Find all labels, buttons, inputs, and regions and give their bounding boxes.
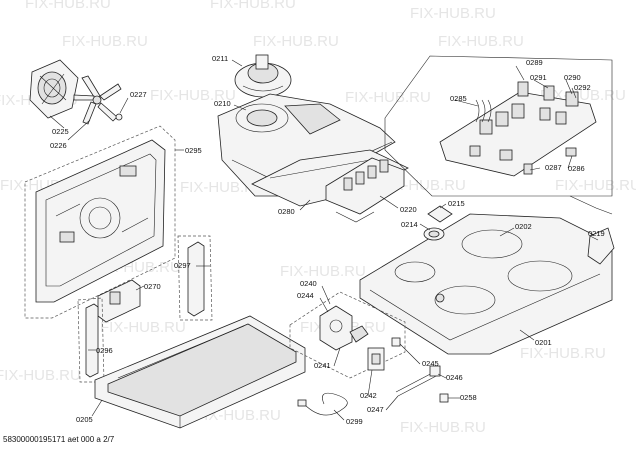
part-label-0258: 0258 (460, 393, 477, 402)
part-label-0287: 0287 (545, 163, 562, 172)
part-label-0202: 0202 (515, 222, 532, 231)
watermark-text: FIX-HUB.RU (253, 33, 339, 50)
part-label-0246: 0246 (446, 373, 463, 382)
leader-lines (49, 59, 599, 421)
rear-panel-0295 (24, 125, 176, 319)
part-label-group: 0211 0210 0225 0226 0227 0295 0297 0270 … (50, 54, 605, 426)
part-label-0205: 0205 (76, 415, 93, 424)
part-label-0285: 0285 (450, 94, 467, 103)
watermark-text: FIX-HUB.RU (520, 345, 606, 362)
part-label-0299: 0299 (346, 417, 363, 426)
watermark-text: FIX-HUB.RU (438, 33, 524, 50)
watermark-text: FIX-HUB.RU (280, 263, 366, 280)
part-label-0240: 0240 (300, 279, 317, 288)
fan-motor-0211 (234, 54, 292, 98)
watermark-text: FIX-HUB.RU (25, 0, 111, 12)
connector-0245 (391, 337, 401, 347)
part-label-0289: 0289 (526, 58, 543, 67)
part-label-0227: 0227 (130, 90, 147, 99)
watermark-text: FIX-HUB.RU (210, 0, 296, 12)
side-bracket-0219 (569, 195, 615, 265)
watermark-text: FIX-HUB.RU (62, 33, 148, 50)
part-label-0244: 0244 (297, 291, 314, 300)
part-label-0215: 0215 (448, 199, 465, 208)
part-label-0286: 0286 (568, 164, 585, 173)
part-label-0292: 0292 (574, 83, 591, 92)
part-label-0211: 0211 (212, 54, 228, 63)
part-label-0225: 0225 (52, 127, 69, 136)
watermark-text: FIX-HUB.RU (0, 367, 81, 384)
watermark-text: FIX-HUB.RU (100, 319, 186, 336)
document-reference: 58300000195171 aet 000 a 2/7 (3, 435, 115, 444)
part-label-0245: 0245 (422, 359, 439, 368)
watermark-text: FIX-HUB.RU (555, 177, 636, 194)
convection-fan-0225 (29, 59, 79, 119)
side-strip-0296 (77, 297, 105, 383)
part-label-0226: 0226 (50, 141, 67, 150)
watermark-text: FIX-HUB.RU (345, 89, 431, 106)
power-cable-0299 (297, 392, 348, 416)
part-label-0242: 0242 (360, 391, 377, 400)
watermark-text: FIX-HUB.RU (400, 419, 486, 436)
part-label-0241: 0241 (314, 361, 331, 370)
part-label-0220: 0220 (400, 205, 417, 214)
bottom-tray-0205 (94, 315, 306, 429)
control-board-inset (384, 55, 613, 197)
clip-0258 (439, 393, 449, 403)
part-label-0291: 0291 (530, 73, 547, 82)
part-label-0290: 0290 (564, 73, 581, 82)
part-label-0247: 0247 (367, 405, 384, 414)
fan-impeller-0226 (73, 75, 122, 125)
watermark-text: FIX-HUB.RU (150, 87, 236, 104)
part-label-0214: 0214 (401, 220, 418, 229)
part-label-0295: 0295 (185, 146, 202, 155)
thermostat-0215 (427, 205, 453, 223)
top-cover-0210 (217, 93, 396, 197)
part-label-0297: 0297 (174, 261, 191, 270)
bracket-0270 (97, 279, 141, 323)
part-label-0210: 0210 (214, 99, 231, 108)
switch-0242 (367, 347, 385, 371)
part-label-0270: 0270 (144, 282, 161, 291)
part-label-0280: 0280 (278, 207, 295, 216)
watermark-text: FIX-HUB.RU (410, 5, 496, 22)
switch-knob-0214 (423, 227, 445, 241)
sensor-0246 (395, 365, 441, 397)
fan-nut-0227 (115, 113, 123, 121)
part-label-0219: 0219 (588, 229, 605, 238)
part-label-0296: 0296 (96, 346, 113, 355)
switch-assembly-0240 (289, 291, 406, 379)
relay-board-0220 (325, 157, 405, 223)
side-strip-0297 (177, 235, 213, 321)
part-label-0201: 0201 (535, 338, 552, 347)
chassis-0201 (359, 213, 613, 355)
